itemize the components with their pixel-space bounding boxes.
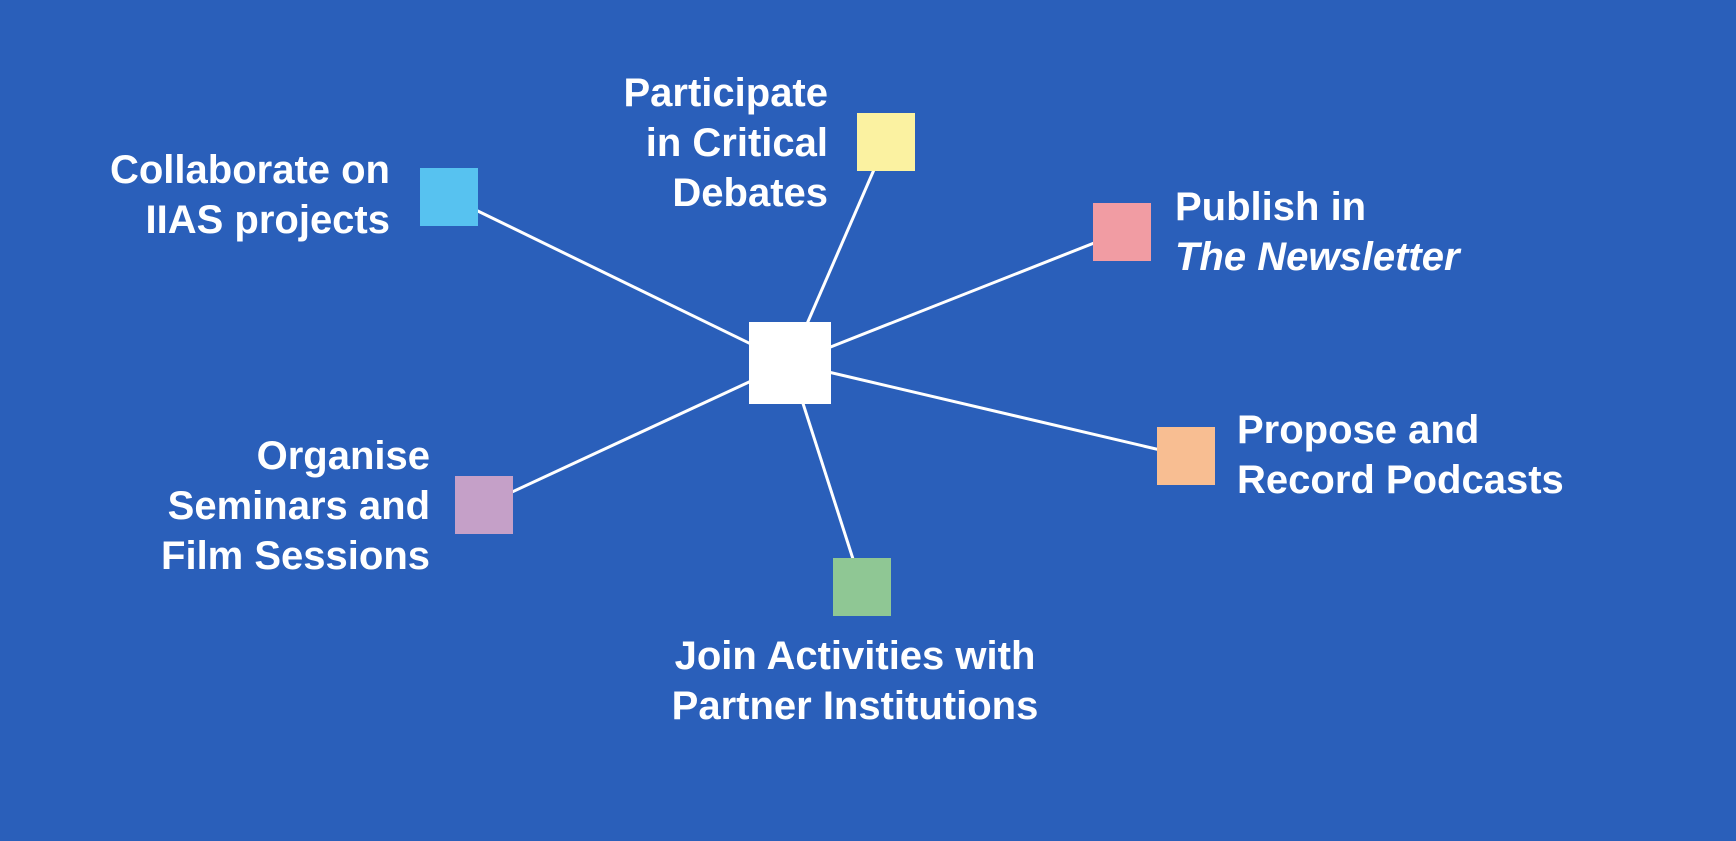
label-line: Propose and (1237, 408, 1480, 452)
label-line: Organise (256, 434, 430, 478)
center-square (749, 322, 831, 404)
label-line: Join Activities with (674, 634, 1036, 678)
label-organise: Organise Seminars and Film Sessions (161, 431, 430, 581)
label-line: IIAS projects (145, 198, 390, 242)
label-line: Record Podcasts (1237, 458, 1564, 502)
square-participate (857, 113, 915, 171)
label-join: Join Activities with Partner Institution… (555, 631, 1155, 731)
label-line: The Newsletter (1175, 235, 1460, 279)
label-publish: Publish in The Newsletter (1175, 182, 1460, 282)
label-line: Film Sessions (161, 534, 430, 578)
connector-line-publish (789, 230, 1123, 365)
connector-line-propose (789, 361, 1187, 458)
connector-line-organise (483, 361, 791, 507)
label-line: Debates (672, 171, 828, 215)
label-line: Participate (623, 71, 828, 115)
square-collaborate (420, 168, 478, 226)
connector-line-collaborate (448, 195, 791, 365)
square-publish (1093, 203, 1151, 261)
square-propose (1157, 427, 1215, 485)
label-line: Seminars and (167, 484, 430, 528)
square-organise (455, 476, 513, 534)
label-line: Collaborate on (109, 148, 390, 192)
label-line: Publish in (1175, 185, 1367, 229)
label-collaborate: Collaborate on IIAS projects (110, 145, 390, 245)
square-join (833, 558, 891, 616)
label-participate: Participate in Critical Debates (623, 68, 828, 218)
label-line: in Critical (645, 121, 828, 165)
label-propose: Propose and Record Podcasts (1237, 405, 1564, 505)
label-line: Partner Institutions (671, 684, 1039, 728)
